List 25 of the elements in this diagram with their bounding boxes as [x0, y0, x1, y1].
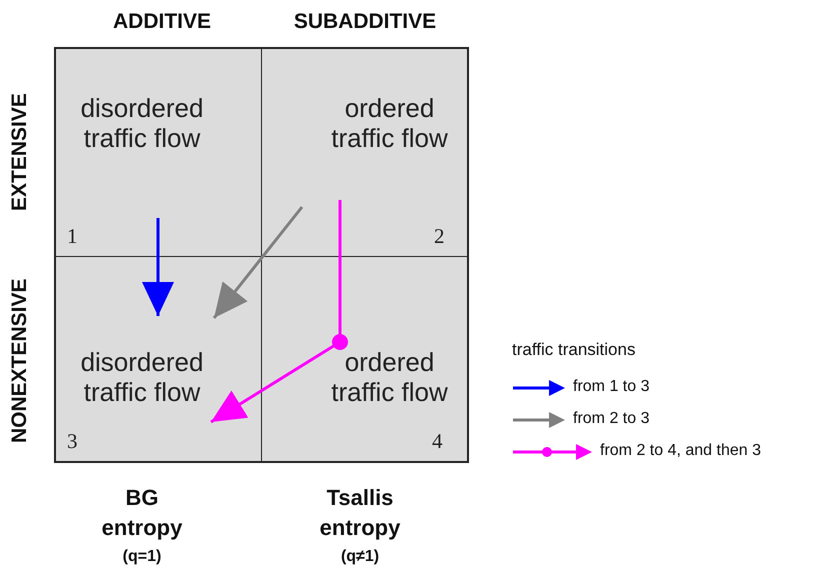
axis-label: ADDITIVE — [112, 10, 212, 34]
legend-text: from 2 to 4, and then 3 — [600, 442, 761, 460]
quadrant-cell — [55, 48, 262, 257]
quadrant-number: 3 — [67, 429, 78, 454]
quadrant-cell — [55, 257, 262, 462]
parameter-note: (q≠1) — [340, 548, 380, 566]
axis-label: NONEXTENSIVE — [8, 277, 32, 445]
legend-title: traffic transitions — [512, 340, 636, 360]
column-caption: BG entropy — [100, 484, 184, 542]
quadrant-cell — [262, 48, 468, 257]
legend-text: from 1 to 3 — [573, 378, 650, 396]
axis-label: EXTENSIVE — [8, 92, 32, 214]
arrow — [142, 218, 174, 316]
column-caption: Tsallis entropy — [318, 484, 402, 542]
quadrant-cell — [262, 257, 468, 462]
cell-text: ordered traffic flow — [330, 93, 449, 153]
cell-text: disordered traffic flow — [80, 347, 204, 407]
cell-text: ordered traffic flow — [330, 347, 449, 407]
axis-label: SUBADDITIVE — [292, 10, 438, 34]
quadrant-number: 4 — [432, 429, 442, 454]
parameter-note: (q=1) — [122, 548, 162, 566]
quadrant-number: 2 — [434, 224, 444, 249]
quadrant-number: 1 — [67, 224, 78, 249]
cell-text: disordered traffic flow — [80, 93, 204, 153]
legend-text: from 2 to 3 — [573, 410, 650, 428]
